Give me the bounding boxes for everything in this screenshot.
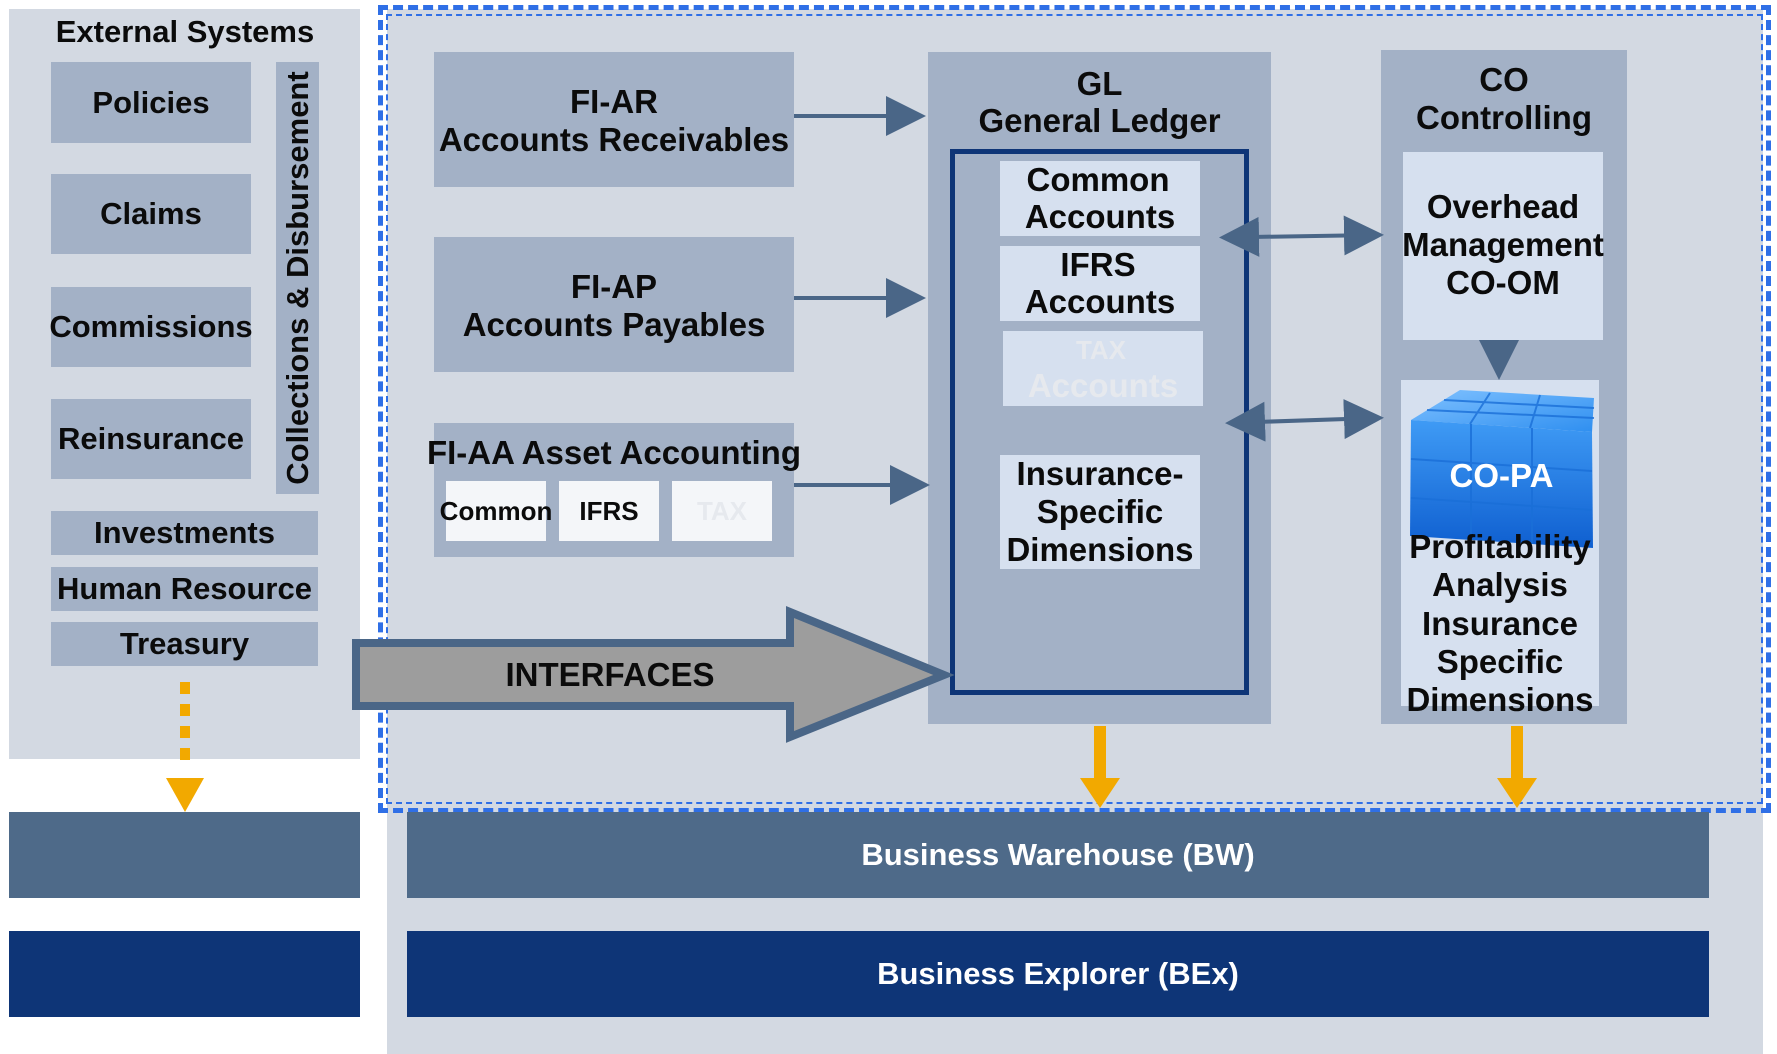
orange-arrowhead-external <box>166 778 204 812</box>
gl-ifrs-line2: Accounts <box>1024 283 1176 320</box>
gl-common-accounts: Common Accounts <box>1000 161 1200 236</box>
fi-ar-box: FI-AR Accounts Receivables <box>434 52 794 187</box>
fi-ar-title: FI-AR <box>570 83 658 120</box>
gl-title: GL <box>1076 65 1123 102</box>
sap-boundary-frame <box>378 5 1771 813</box>
co-pa-line1: Profitability <box>1409 528 1591 565</box>
fi-ap-title: FI-AP <box>570 268 658 305</box>
gl-ins-line2: Specific <box>1036 493 1164 530</box>
claims-box: Claims <box>51 174 251 254</box>
fi-aa-box: FI-AA Asset Accounting Common IFRS TAX <box>427 423 801 557</box>
co-title: CO <box>1479 61 1529 98</box>
co-om-line2: Management <box>1402 226 1604 263</box>
gl-subtitle: General Ledger <box>978 102 1221 139</box>
commissions-box: Commissions <box>49 287 253 367</box>
co-pa-line4: Specific <box>1436 643 1564 680</box>
co-pa-line5: Dimensions <box>1406 681 1594 718</box>
reinsurance-box: Reinsurance <box>51 399 251 479</box>
policies-box: Policies <box>51 62 251 143</box>
interfaces-label: INTERFACES <box>505 656 715 693</box>
fi-aa-common: Common <box>440 481 552 541</box>
gl-ifrs-line1: IFRS <box>1060 246 1136 283</box>
co-om-box: Overhead Management CO-OM <box>1402 152 1604 340</box>
gl-ifrs-accounts: IFRS Accounts <box>1000 246 1200 321</box>
fi-ap-box: FI-AP Accounts Payables <box>434 237 794 372</box>
fi-ap-subtitle: Accounts Payables <box>462 306 766 343</box>
gl-insurance-dimensions: Insurance- Specific Dimensions <box>1000 455 1200 569</box>
collections-disbursement-label: Collections & Disbursement <box>280 71 315 485</box>
gl-tax-accounts: TAX Accounts <box>1003 331 1203 406</box>
external-bex-bar <box>9 931 360 1017</box>
co-subtitle: Controlling <box>1416 99 1592 136</box>
gl-tax-line2: Accounts <box>1027 367 1179 404</box>
co-pa-line2: Analysis <box>1432 566 1568 603</box>
collections-disbursement-box: Collections & Disbursement <box>276 62 319 494</box>
fi-aa-ifrs: IFRS <box>559 481 659 541</box>
co-om-line1: Overhead <box>1426 188 1580 225</box>
co-pa-line3: Insurance <box>1422 605 1578 642</box>
co-om-line3: CO-OM <box>1446 264 1560 301</box>
treasury-box: Treasury <box>51 622 318 666</box>
gl-tax-line1: TAX <box>1075 335 1127 365</box>
external-bw-bar <box>9 812 360 898</box>
gl-ins-line1: Insurance- <box>1016 455 1184 492</box>
fi-aa-tax: TAX <box>672 481 772 541</box>
human-resource-box: Human Resource <box>51 567 318 611</box>
investments-box: Investments <box>51 511 318 555</box>
gl-ins-line3: Dimensions <box>1006 531 1194 568</box>
co-pa-label: CO-PA <box>1449 457 1554 494</box>
business-warehouse-bar: Business Warehouse (BW) <box>407 812 1709 898</box>
gl-common-line1: Common <box>1026 161 1170 198</box>
sap-boundary-frame-inner <box>386 14 1763 804</box>
fi-aa-title: FI-AA Asset Accounting <box>426 434 801 471</box>
external-systems-title: External Systems <box>55 14 315 49</box>
gl-common-line2: Accounts <box>1024 198 1176 235</box>
business-explorer-bar: Business Explorer (BEx) <box>407 931 1709 1017</box>
fi-ar-subtitle: Accounts Receivables <box>438 121 790 158</box>
